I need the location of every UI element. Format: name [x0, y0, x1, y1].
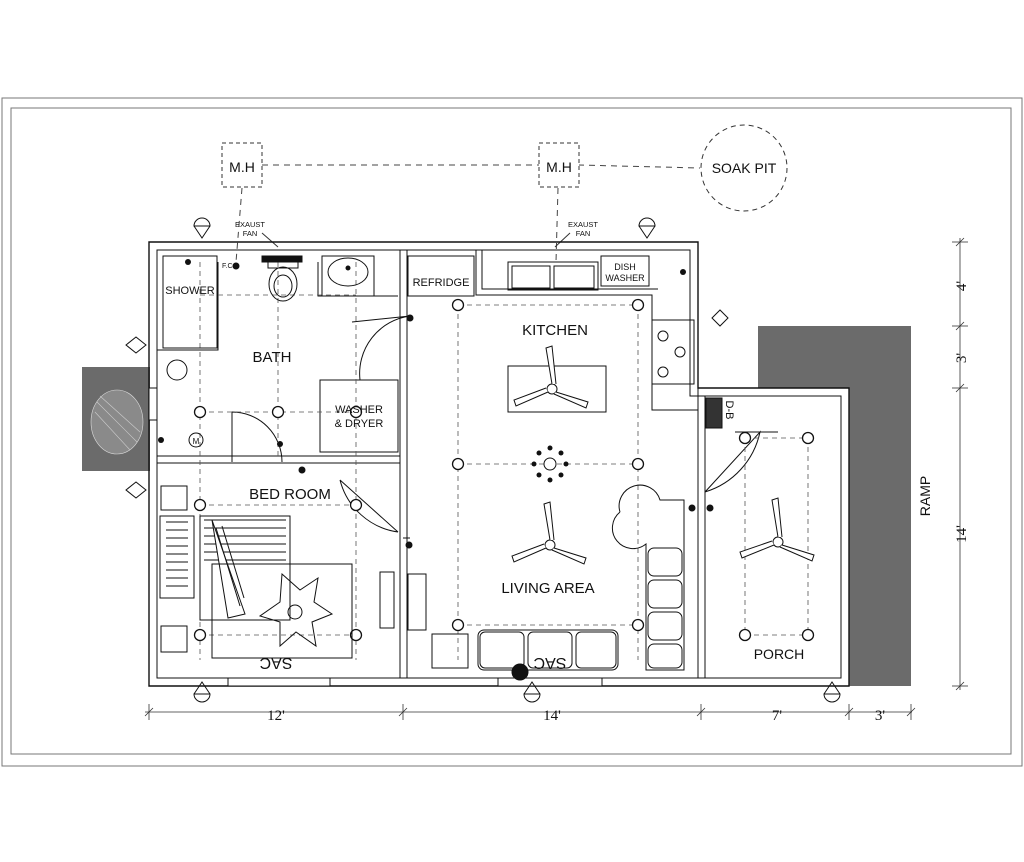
exaust-fan-right-label-1: EXAUST — [568, 220, 598, 229]
chandelier-icon — [531, 445, 569, 483]
washer-label-1: WASHER — [335, 404, 383, 416]
refridge-label: REFRIDGE — [413, 277, 470, 289]
sewer-line — [235, 164, 701, 263]
sac-bedroom-label: SAC — [260, 654, 293, 671]
fc-label: F.C — [222, 263, 233, 270]
manhole-right-label: M.H — [546, 159, 572, 175]
electrical-layout — [199, 262, 809, 660]
sac-living-label: SAC — [534, 654, 567, 671]
soak-pit-label: SOAK PIT — [712, 160, 777, 176]
kitchen-fixtures — [407, 255, 723, 429]
dimension-3ft: 3' — [875, 708, 886, 724]
bedroom-furniture — [159, 485, 395, 659]
shower-label: SHOWER — [165, 285, 215, 297]
light-points — [193, 298, 815, 642]
manhole-right: M.H — [538, 142, 580, 188]
meter-label: M — [193, 437, 200, 446]
right-dimension-line — [952, 237, 968, 691]
doors — [231, 315, 778, 539]
exaust-fan-right-label-2: FAN — [576, 229, 591, 238]
dimension-7ft: 7' — [772, 708, 783, 724]
manhole-left: M.H — [221, 142, 263, 188]
exaust-fan-left-label-2: FAN — [243, 229, 258, 238]
manhole-left-label: M.H — [229, 159, 255, 175]
ramp-slab — [758, 326, 911, 686]
outer-frame — [1, 97, 1023, 767]
living-furniture — [407, 484, 685, 681]
bedroom-label: BED ROOM — [249, 486, 331, 503]
dish-washer-label-1: DISH — [614, 262, 636, 272]
switch-points — [158, 259, 714, 549]
kitchen-label: KITCHEN — [522, 322, 588, 339]
inner-frame — [10, 107, 1012, 755]
porch-label: PORCH — [754, 646, 805, 662]
entrance-slab — [82, 367, 150, 471]
dimension-14ft: 14' — [543, 708, 561, 724]
outlet-symbols — [125, 217, 841, 703]
ceiling-fan-porch — [739, 497, 815, 562]
living-area-label: LIVING AREA — [501, 580, 594, 597]
dimension-14ft-right: 14' — [954, 525, 970, 543]
bottom-dimension-line — [144, 704, 916, 720]
ceiling-fan-living — [511, 501, 587, 565]
exaust-fan-left-label-1: EXAUST — [235, 220, 265, 229]
bath-fixtures — [162, 255, 375, 448]
washer-label-2: & DRYER — [335, 418, 384, 430]
dish-washer-label-2: WASHER — [605, 273, 645, 283]
ceiling-fan-kitchen — [513, 345, 589, 409]
dimension-4ft: 4' — [954, 281, 970, 292]
dimension-12ft: 12' — [267, 708, 285, 724]
ramp-label: RAMP — [917, 476, 933, 516]
bath-label: BATH — [253, 349, 292, 366]
db-label: D-B — [723, 401, 735, 420]
dimension-3ft-right: 3' — [954, 353, 970, 364]
soak-pit: SOAK PIT — [700, 124, 788, 212]
